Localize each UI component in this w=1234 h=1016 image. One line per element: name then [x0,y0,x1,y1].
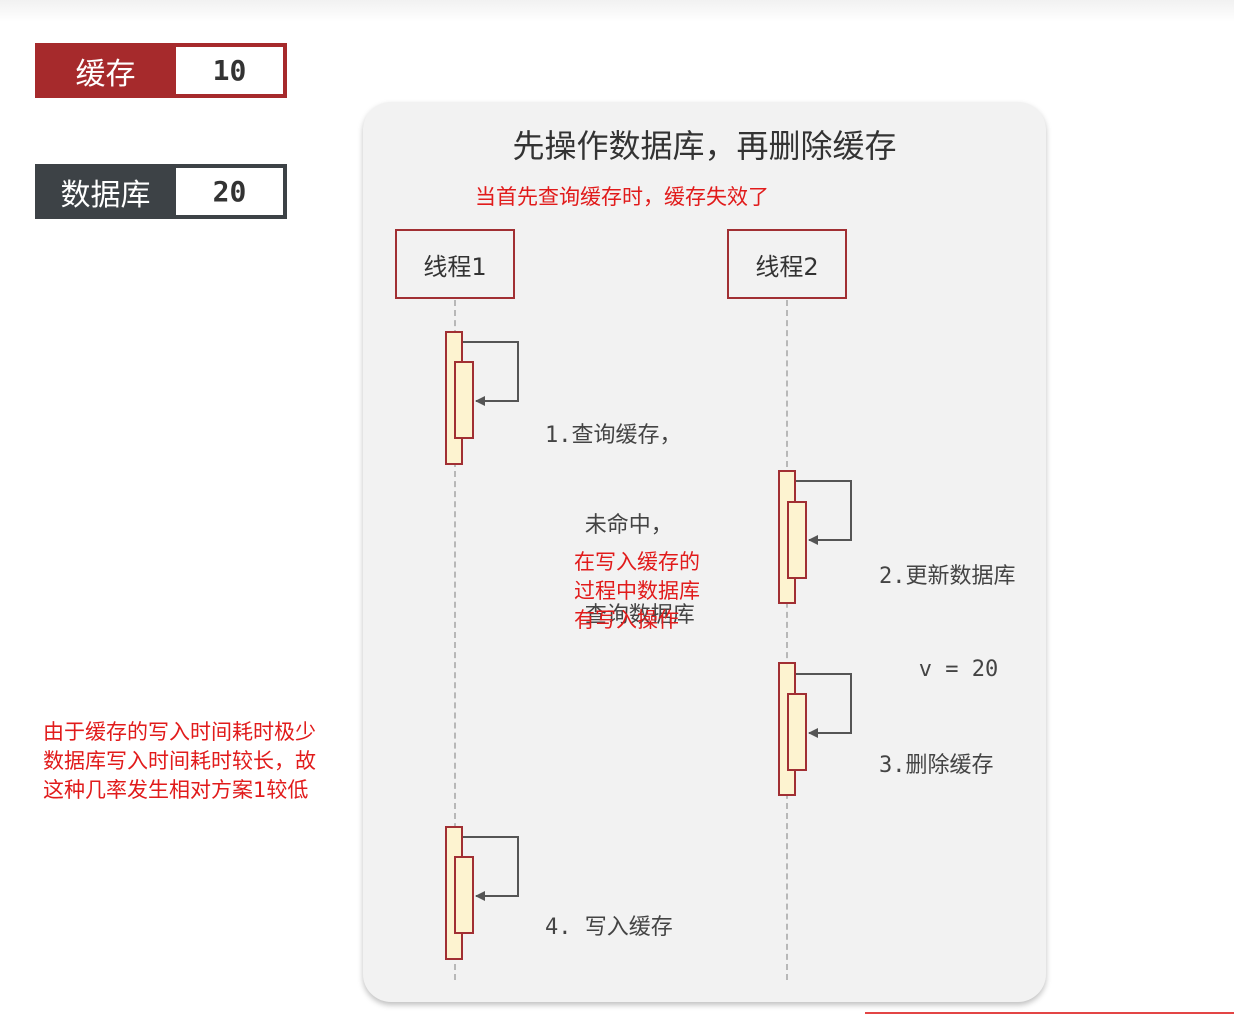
note-line: 在写入缓存的 [574,550,700,574]
lifeline-thread-1 [454,300,456,980]
side-note-line: 这种几率发生相对方案1较低 [43,778,309,802]
step-line: 3.删除缓存 [879,753,994,778]
side-note: 由于缓存的写入时间耗时极少 数据库写入时间耗时较长，故 这种几率发生相对方案1较… [43,718,316,805]
bottom-accent-line [865,1012,1234,1014]
self-call-arrow [796,673,852,738]
cache-value-box: 缓存 10 [35,43,287,98]
step-line: 查询数据库 [545,603,695,628]
side-note-line: 数据库写入时间耗时较长，故 [43,749,316,773]
step-line: v = 20 [879,657,999,682]
step-2-label: 2.更新数据库 v = 20 [879,499,1016,747]
cache-label: 缓存 [75,56,136,92]
activation-bar-nested [454,856,474,934]
note-line: 过程中数据库 [574,579,700,603]
step-3-label: 3.删除缓存 [879,691,994,841]
step-line: 1.查询缓存， [545,423,682,448]
thread-2-label: 线程2 [755,252,819,281]
self-call-arrow [463,836,519,901]
activation-bar-nested [787,693,807,771]
thread-1-label: 线程1 [423,252,487,281]
note-concurrent-write: 在写入缓存的 过程中数据库 有写入操作 [574,548,700,635]
note-line: 有写入操作 [574,608,679,632]
step-1-label: 1.查询缓存， 未命中， 查询数据库 [545,361,695,691]
self-call-arrow [463,341,519,406]
thread-2-box: 线程2 [727,229,847,299]
side-note-line: 由于缓存的写入时间耗时极少 [43,720,316,744]
activation-bar-nested [787,501,807,579]
cache-value: 10 [176,47,283,94]
db-label: 数据库 [60,177,151,213]
note-cache-miss: 当首先查询缓存时，缓存失效了 [475,185,769,209]
top-shade [0,0,1234,22]
step-line: 2.更新数据库 [879,564,1016,589]
self-call-arrow [796,480,852,545]
step-line: 4. 写入缓存 [545,915,673,940]
activation-bar-nested [454,361,474,439]
lifeline-thread-2 [786,300,788,980]
diagram-title: 先操作数据库，再删除缓存 [512,127,897,165]
thread-1-box: 线程1 [395,229,515,299]
step-line: 未命中， [545,513,673,538]
step-4-label: 4. 写入缓存 [545,853,673,1003]
db-value-box: 数据库 20 [35,164,287,219]
db-value: 20 [176,168,283,215]
